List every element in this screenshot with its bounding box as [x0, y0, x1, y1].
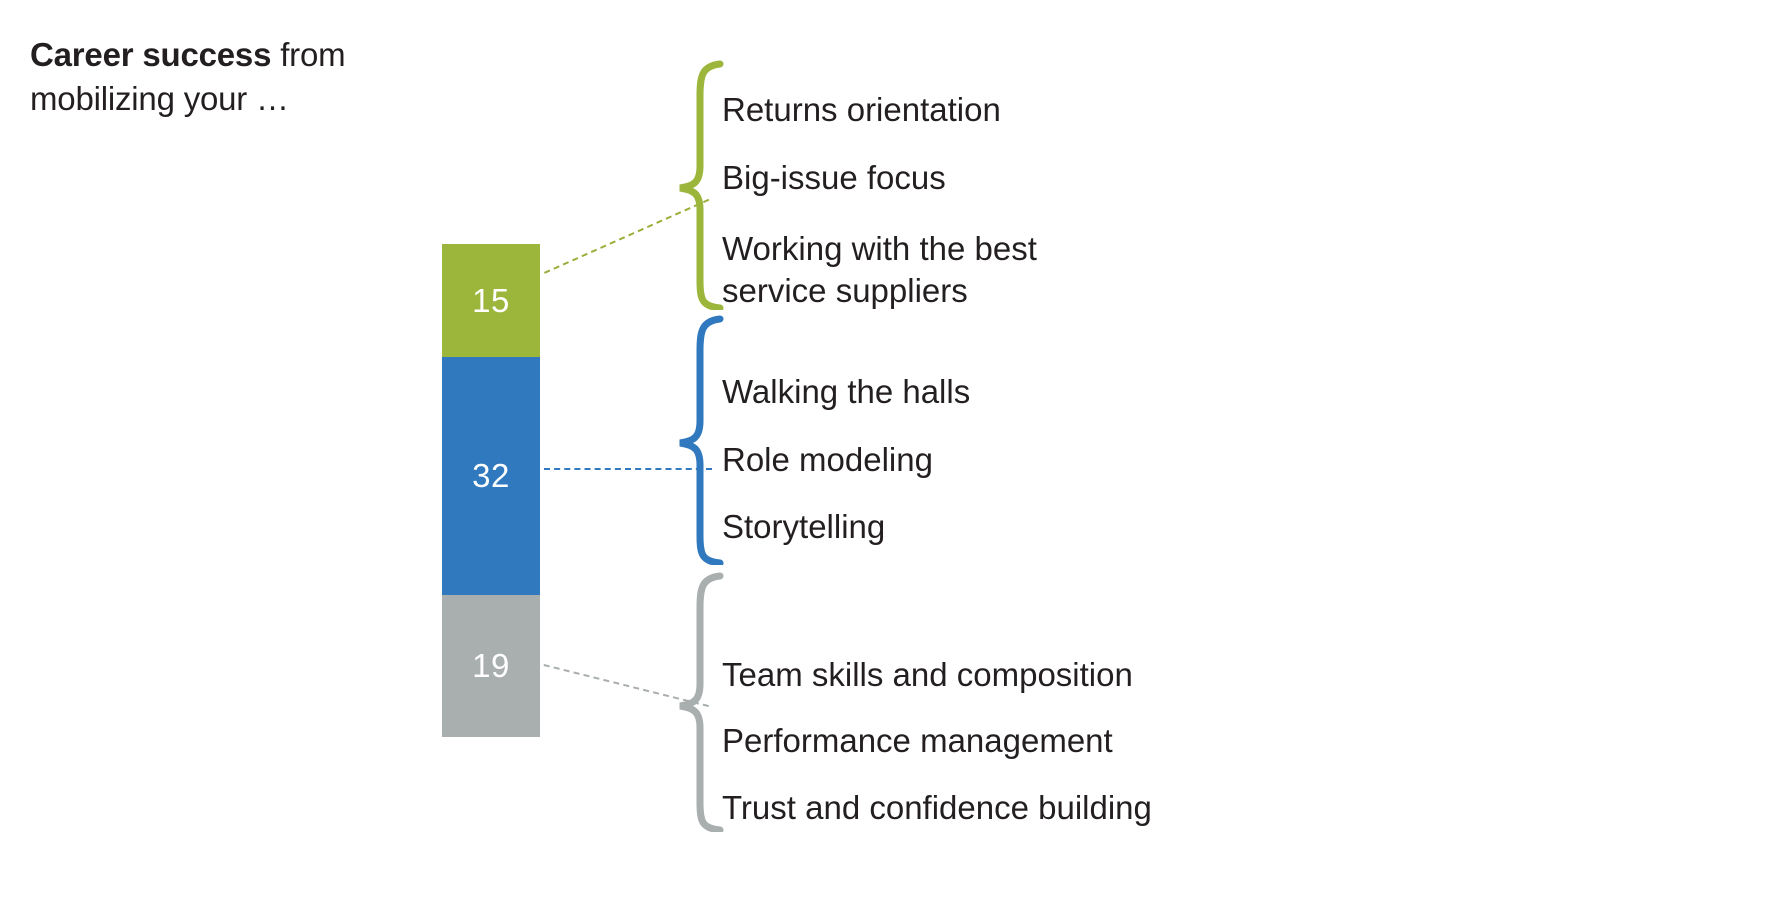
detail-label: Trust and confidence building	[722, 788, 1152, 826]
detail-label: Big-issue focus	[722, 158, 946, 196]
detail-label: Role modeling	[722, 440, 933, 478]
title-line-2: mobilizing your …	[30, 79, 289, 117]
detail-label: Returns orientation	[722, 90, 1001, 128]
title-bold: Career success	[30, 36, 272, 73]
connector-colleagues	[544, 468, 712, 470]
stack-value-colleagues: 32	[472, 457, 510, 494]
brace-colleagues	[676, 315, 726, 565]
title-rest: from	[271, 36, 346, 73]
stack-segment-team[interactable]: 19	[442, 595, 540, 737]
brace-team	[676, 572, 726, 832]
detail-label: Walking the halls	[722, 372, 971, 410]
detail-label: Team skills and composition	[722, 655, 1133, 693]
stack-value-team: 19	[472, 647, 510, 684]
stack-segment-boss[interactable]: 15	[442, 244, 540, 357]
stacked-bar[interactable]: 15 32 19	[442, 244, 540, 737]
detail-label: Working with the best service suppliers	[722, 229, 1037, 309]
detail-label: Storytelling	[722, 507, 886, 545]
detail-label: Performance management	[722, 721, 1113, 759]
brace-boss	[676, 60, 726, 310]
stack-segment-colleagues[interactable]: 32	[442, 357, 540, 595]
page-title: Career success from mobilizing your …	[30, 33, 550, 121]
stacked-bar-area: … boss … colleagues … team 15 32 19	[0, 0, 620, 899]
stack-value-boss: 15	[472, 281, 510, 319]
